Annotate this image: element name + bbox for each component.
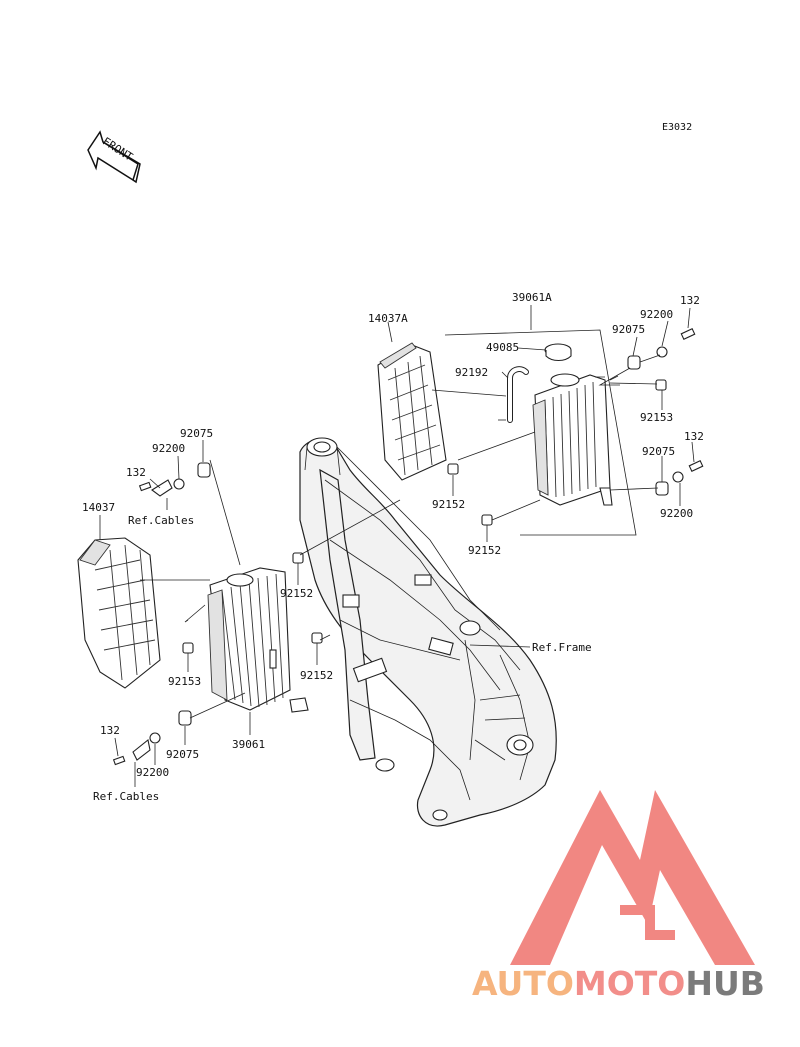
watermark-part2: MOTO [574,964,685,1003]
callout-92152-a: 92152 [432,498,465,511]
callout-132-top: 132 [680,294,700,307]
callout-92200-right: 92200 [660,507,693,520]
radiator-left [207,567,309,713]
callout-92192: 92192 [455,366,488,379]
callout-92075-left: 92075 [180,427,213,440]
callout-92152-b: 92152 [468,544,501,557]
diagram-code: E3032 [662,122,692,133]
callout-14037A: 14037A [368,312,408,325]
leader-lines [99,305,695,787]
motorcycle-frame [299,437,557,827]
callout-132-left: 132 [126,466,146,479]
watermark-part3: HUB [685,964,765,1003]
radiator-guard-left [77,537,161,689]
callout-92152-d: 92152 [300,669,333,682]
callout-132-right: 132 [684,430,704,443]
front-arrow-icon: FRONT [87,130,141,184]
hose-92192 [507,366,529,423]
watermark-text: AUTOMOTOHUB [472,964,765,1003]
radiator-guard-right [377,342,447,481]
radiator-right [532,343,619,506]
callout-92153-left: 92153 [168,675,201,688]
callout-92075-bottom: 92075 [166,748,199,761]
callout-132-bottom: 132 [100,724,120,737]
watermark-logo-icon [510,790,755,965]
callout-refcables-2: Ref.Cables [93,790,159,803]
callouts: 39061A 132 92200 14037A 92075 49085 9219… [82,291,704,803]
callout-92153-right: 92153 [640,411,673,424]
watermark-part1: AUTO [472,964,574,1003]
callout-92152-c: 92152 [280,587,313,600]
callout-39061A: 39061A [512,291,552,304]
callout-39061: 39061 [232,738,265,751]
callout-92200-bottom: 92200 [136,766,169,779]
callout-92075-right: 92075 [642,445,675,458]
callout-14037: 14037 [82,501,115,514]
hardware-left [112,462,323,766]
callout-92200-left: 92200 [152,442,185,455]
callout-92200-top: 92200 [640,308,673,321]
svg-text:AUTOMOTOHUB: AUTOMOTOHUB [472,964,765,1003]
callout-refframe: Ref.Frame [532,641,592,654]
callout-refcables-1: Ref.Cables [128,514,194,527]
callout-92075-top: 92075 [612,323,645,336]
callout-49085: 49085 [486,341,519,354]
